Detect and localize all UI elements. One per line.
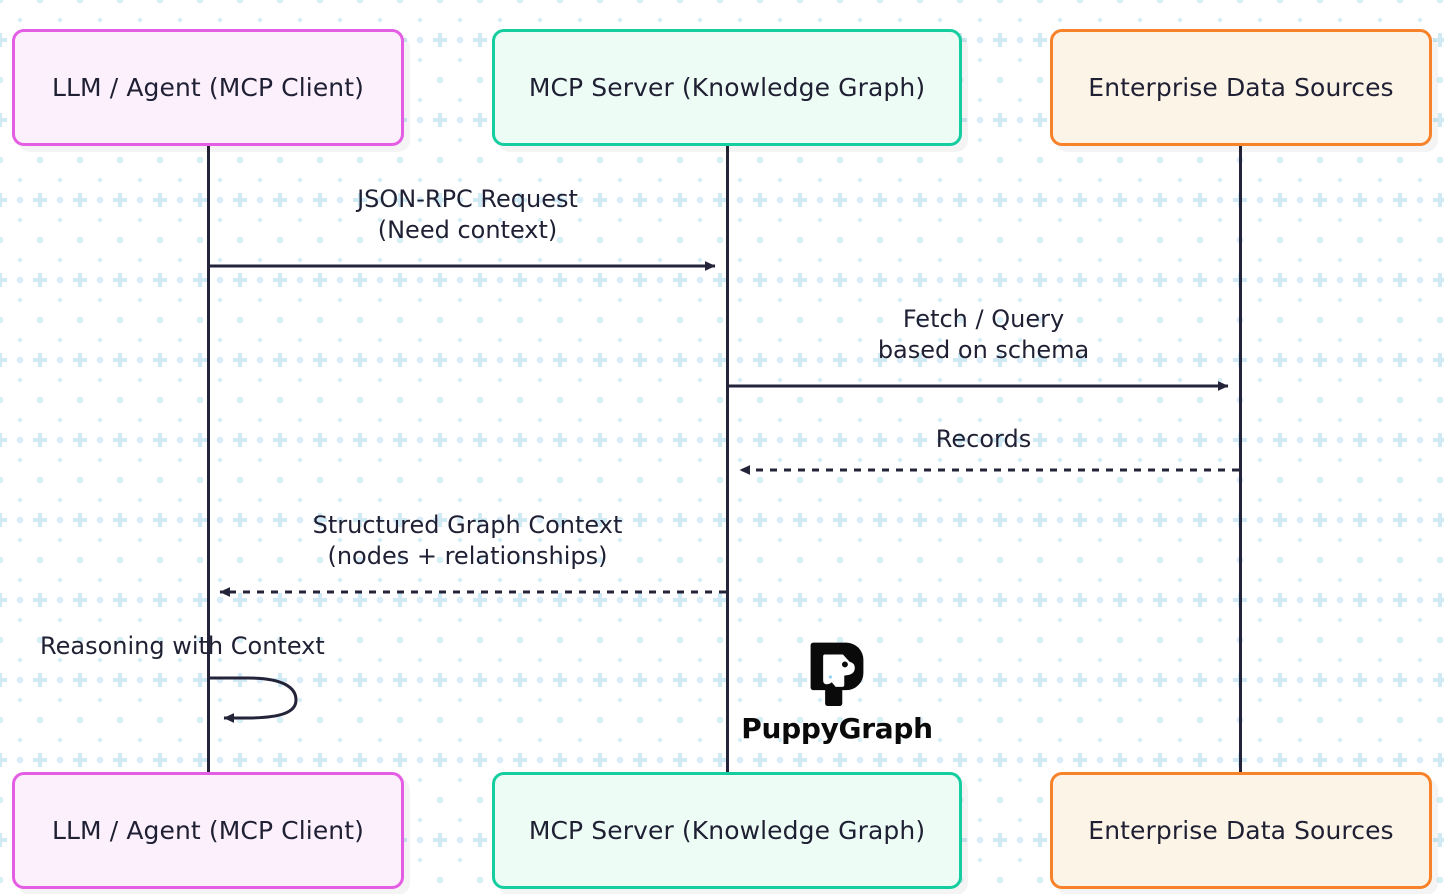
arrow-reasoning-self-loop [209,676,298,723]
participant-box-server-top[interactable]: MCP Server (Knowledge Graph) [492,29,962,146]
participant-label-client-top: LLM / Agent (MCP Client) [51,73,365,102]
participant-label-sources-bottom: Enterprise Data Sources [1088,816,1394,845]
message-label-reasoning-with-context: Reasoning with Context [40,632,325,660]
participant-label-sources-top: Enterprise Data Sources [1088,73,1394,102]
participant-box-sources-bottom[interactable]: Enterprise Data Sources [1050,772,1432,889]
message-label-structured-graph-context: Structured Graph Context (nodes + relati… [312,511,623,570]
lifeline-server [726,146,729,776]
message-label-json-rpc-request: JSON-RPC Request (Need context) [357,185,578,244]
participant-label-server-top: MCP Server (Knowledge Graph) [528,73,926,102]
puppygraph-wordmark: PuppyGraph [741,712,933,745]
lifeline-client [207,146,210,776]
lifeline-sources [1239,146,1242,776]
puppygraph-watermark: PuppyGraph [741,640,933,745]
message-label-fetch-query: Fetch / Query based on schema [877,305,1090,364]
message-label-records: Records [935,425,1032,453]
participant-box-client-top[interactable]: LLM / Agent (MCP Client) [12,29,404,146]
participant-box-client-bottom[interactable]: LLM / Agent (MCP Client) [12,772,404,889]
participant-label-client-bottom: LLM / Agent (MCP Client) [51,816,365,845]
participant-label-server-bottom: MCP Server (Knowledge Graph) [528,816,926,845]
participant-box-server-bottom[interactable]: MCP Server (Knowledge Graph) [492,772,962,889]
participant-box-sources-top[interactable]: Enterprise Data Sources [1050,29,1432,146]
puppygraph-logo-icon [810,642,864,706]
